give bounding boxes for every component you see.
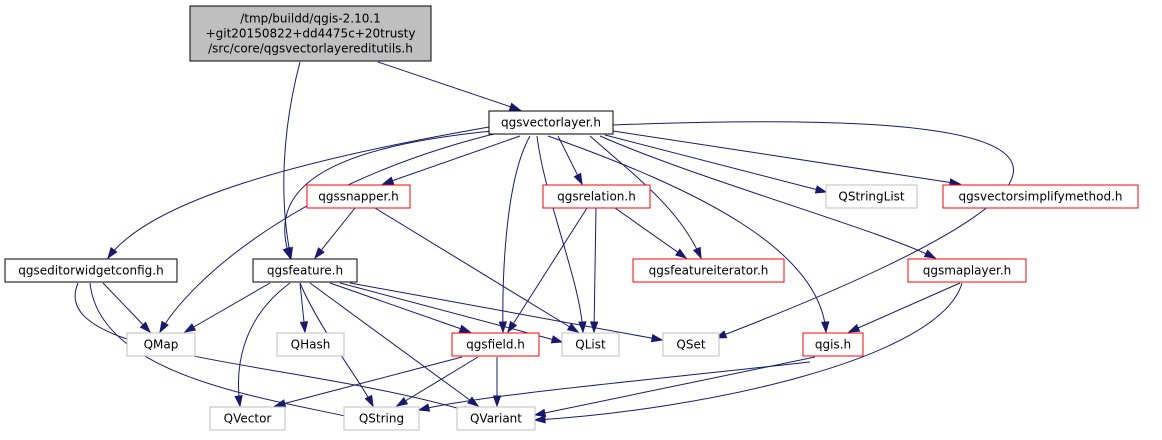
node-qgsrelation[interactable]: qgsrelation.h [542, 184, 651, 209]
node-label: qgsrelation.h [557, 190, 636, 204]
node-box [542, 184, 651, 209]
node-qgsfeature[interactable]: qgsfeature.h [252, 258, 358, 283]
node-label: QVector [224, 412, 272, 426]
node-box [4, 258, 178, 283]
edge-qgsmaplayer-to-qgis [847, 282, 961, 333]
edge-qgsvectorlayer-to-qgssnapper [381, 135, 521, 185]
node-qvector: QVector [209, 406, 286, 431]
node-qgsvectorsimplifymethod[interactable]: qgsvectorsimplifymethod.h [942, 184, 1139, 209]
edge-qgsvectorlayer-to-qlist [536, 135, 587, 334]
node-label: qgsfield.h [466, 338, 525, 352]
edge-qgsfeature-to-qlist [339, 282, 564, 344]
node-qset: QSet [662, 332, 720, 357]
node-qvariant: QVariant [456, 406, 536, 431]
edge-qgsfeature-to-qset [349, 282, 664, 343]
edge-qgis-to-qstring [417, 361, 811, 412]
edge-qgsfield-to-qvector [273, 356, 463, 408]
node-box [209, 406, 286, 431]
node-label: QSet [676, 338, 705, 352]
node-label: QMap [144, 338, 179, 352]
node-qgsmaplayer[interactable]: qgsmaplayer.h [907, 258, 1027, 283]
node-box [825, 184, 918, 209]
edge-qgsvectorlayer-to-qmap [159, 131, 503, 334]
edge-qgis-to-qvariant [533, 356, 816, 417]
edge-qgsvectorlayer-to-qgsfeature [282, 130, 493, 260]
node-box [662, 332, 720, 357]
edge-qgsvectorlayer-to-qgis [547, 135, 830, 334]
edge-qgsvectorlayer-to-qgsvectorsimplifymethod [612, 130, 962, 187]
node-qlist: QList [561, 332, 620, 357]
node-box [456, 406, 536, 431]
edge-qgssnapper-to-qlist [374, 207, 580, 333]
nodes-layer: /tmp/buildd/qgis-2.10.1+git20150822+dd44… [4, 5, 1139, 431]
node-label: QHash [291, 338, 331, 352]
edge-qgsrelation-to-qlist [589, 207, 599, 334]
node-box [632, 258, 785, 283]
edge-qgsvectorlayer-to-qgsfeatureiterator [589, 135, 702, 260]
node-label: QStringList [838, 190, 905, 204]
node-label: QVariant [470, 412, 522, 426]
node-box [802, 332, 864, 357]
node-qmap: QMap [126, 332, 196, 357]
edge-qgsvectorlayer-to-qgsfield [498, 135, 531, 334]
node-box [451, 332, 540, 357]
node-box [126, 332, 196, 357]
edge-qgsrelation-to-qgsfeatureiterator [614, 207, 688, 259]
node-label: QList [575, 338, 606, 352]
edge-root-to-qgsvectorlayer [377, 61, 522, 111]
edge-qgsvectorlayer-to-qgseditorwidgetconfig [107, 126, 490, 260]
node-label: /tmp/buildd/qgis-2.10.1 [240, 12, 381, 26]
edge-qgsvectorlayer-to-qgsmaplayer [599, 135, 937, 259]
edge-qgsfeature-to-qgsfield [329, 282, 472, 333]
edge-qgsvectorlayer-to-qgsrelation [557, 135, 583, 186]
node-label: qgsmaplayer.h [923, 264, 1012, 278]
edge-root-to-qgsfeature [283, 61, 301, 260]
node-qgseditorwidgetconfig[interactable]: qgseditorwidgetconfig.h [4, 258, 178, 283]
node-box [189, 5, 432, 62]
node-root[interactable]: /tmp/buildd/qgis-2.10.1+git20150822+dd44… [189, 5, 432, 62]
node-qgssnapper[interactable]: qgssnapper.h [306, 184, 411, 209]
node-box [343, 406, 420, 431]
node-label: qgis.h [815, 338, 851, 352]
edge-qgsfield-to-qstring [395, 356, 479, 407]
edge-qgsvectorlayer-to-qstringlist [604, 134, 828, 194]
node-box [306, 184, 411, 209]
node-box [907, 258, 1027, 283]
node-label: +git20150822+dd4475c+20trusty [206, 27, 416, 41]
node-label: /src/core/qgsvectorlayereditutils.h [208, 42, 413, 56]
node-label: qgssnapper.h [318, 190, 399, 204]
edge-qgseditorwidgetconfig-to-qmap [102, 282, 152, 334]
node-box [276, 332, 345, 357]
node-label: qgseditorwidgetconfig.h [18, 264, 163, 278]
node-qgsfeatureiterator[interactable]: qgsfeatureiterator.h [632, 258, 785, 283]
node-qhash: QHash [276, 332, 345, 357]
node-label: qgsvectorsimplifymethod.h [959, 190, 1123, 204]
edge-qgsfeature-to-qhash [299, 282, 309, 334]
edge-qgsfield-to-qvariant [492, 357, 502, 408]
node-qgsvectorlayer[interactable]: qgsvectorlayer.h [488, 110, 614, 135]
node-box [942, 184, 1139, 209]
edge-qgsfeature-to-qvector [234, 282, 291, 408]
edge-qgsmaplayer-to-qvariant [533, 282, 963, 424]
edge-qgsvectorlayer-to-qset [612, 121, 1014, 339]
edge-qgsfeature-to-qmap [183, 282, 271, 333]
node-box [561, 332, 620, 357]
node-label: qgsfeature.h [267, 264, 343, 278]
edge-qgssnapper-to-qgsfeature [314, 207, 356, 260]
node-box [252, 258, 358, 283]
node-qstringlist: QStringList [825, 184, 918, 209]
node-label: qgsfeatureiterator.h [649, 264, 769, 278]
node-qgis[interactable]: qgis.h [802, 332, 864, 357]
node-qstring: QString [343, 406, 420, 431]
node-qgsfield[interactable]: qgsfield.h [451, 332, 540, 357]
node-label: QString [359, 412, 404, 426]
edge-qgsfeature-to-qvariant [309, 282, 480, 407]
node-box [488, 110, 614, 135]
node-label: qgsvectorlayer.h [501, 116, 601, 130]
